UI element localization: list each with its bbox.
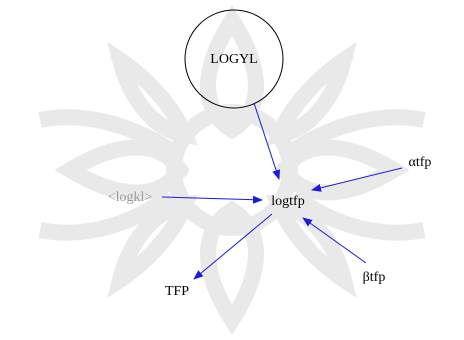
node-logkl-label[interactable]: <logkl>: [108, 190, 153, 205]
edge-beta-to-logtfp: [302, 217, 367, 264]
background-ornament: [38, 5, 426, 335]
edge-alpha-to-logtfp: [311, 167, 403, 192]
node-logtfp-label[interactable]: logtfp: [271, 194, 304, 209]
edge-logkl-to-logtfp: [161, 195, 263, 204]
edges: [161, 102, 403, 280]
node-tfp-label[interactable]: TFP: [165, 284, 189, 299]
node-beta-label[interactable]: βtfp: [363, 270, 386, 285]
node-alpha-label[interactable]: αtfp: [409, 155, 432, 170]
edge-logtfp-to-tfp: [193, 213, 273, 280]
node-logyl-label: LOGYL: [210, 52, 257, 67]
node-logyl[interactable]: LOGYL: [184, 9, 284, 109]
edge-logyl-to-logtfp: [253, 102, 280, 180]
